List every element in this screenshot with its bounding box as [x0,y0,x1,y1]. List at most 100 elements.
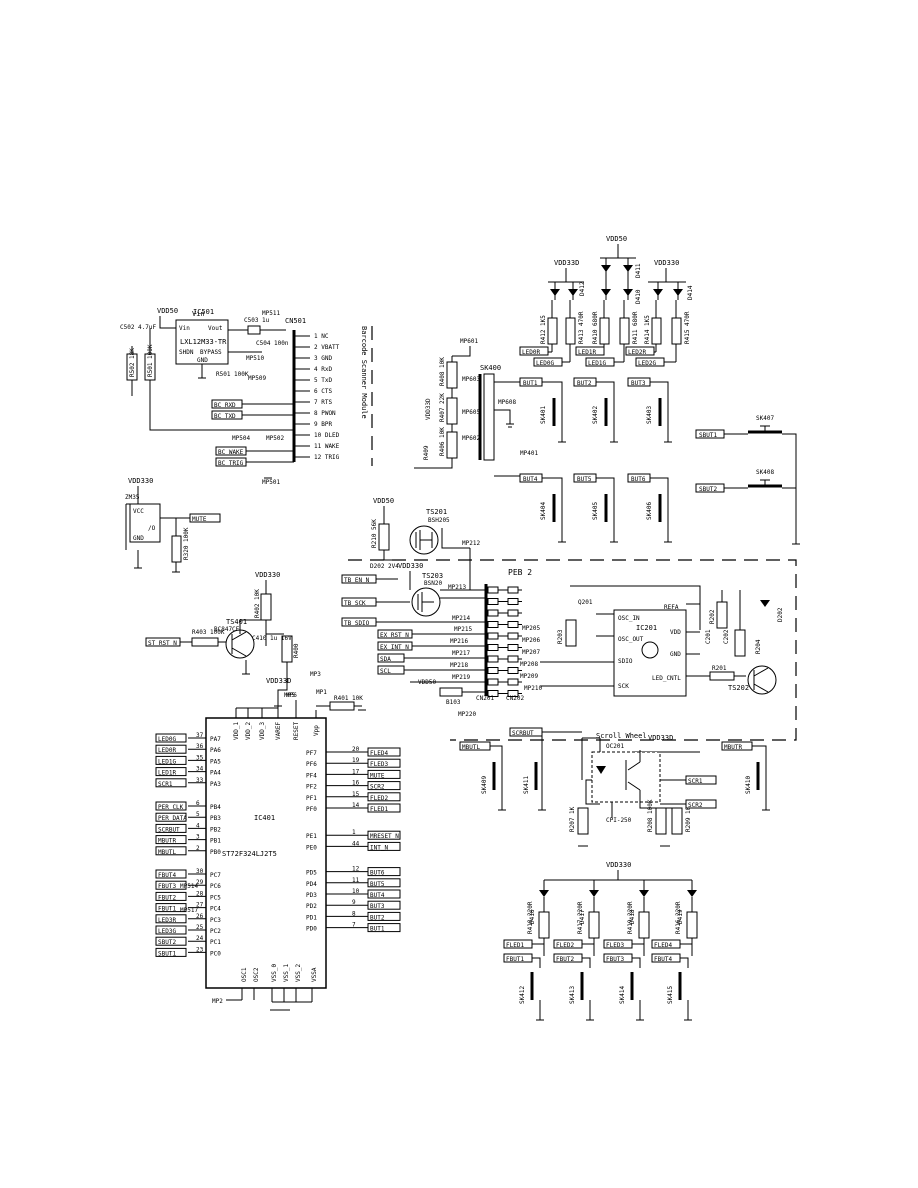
mcu-left-pin-num: 3 [196,834,200,841]
side-buttons: SBUT1 SBUT2 SK407 SK408 [695,415,797,544]
mcu-right-pin-name: PD2 [306,903,317,910]
cn201-connector [484,584,522,697]
c201-label: C201 [705,629,712,644]
ts201-ref: TS201 [426,508,447,516]
ic201-osc-in: OSC_IN [618,615,640,622]
cn202-pin [507,690,519,697]
ic201-sck: SCK [618,683,629,690]
mp511: MP511 [262,310,280,317]
mcu-left-pin-name: PC3 [210,917,221,924]
sw-sk408: SK408 [756,469,774,476]
r203-label: R203 [557,629,564,644]
mcu-left-pin-name: PC1 [210,939,221,946]
cn202-pin [507,632,519,640]
mcu-right-pin-num: 17 [352,768,360,775]
r407-label: R407 22K [439,393,446,422]
mcu-part: ST72F324LJ2T5 [222,850,277,858]
mcu-vpp: Vpp [313,725,320,736]
mp517: MP517 [180,907,198,914]
mcu-left-net: MBUTR [158,838,176,845]
ts201-part: BSH205 [428,517,450,524]
mcu-right-pin-num: 19 [352,757,360,764]
mcu-right-pin-name: PD1 [306,914,317,921]
c202-label: C202 [723,629,730,644]
net-led0g: LED0G [536,360,554,367]
sw-sk409: SK409 [481,776,488,794]
r406-label: R406 10K [439,427,446,456]
function-res-label: R419 220R [627,901,634,934]
mcu-left-net: PER_DATA [158,815,187,822]
mcu-right-pin-name: PE1 [306,833,317,840]
mcu-ref: IC401 [254,814,275,822]
ic501-gnd: GND [197,357,208,364]
mcu-vssa: VSSA [311,967,318,982]
rail-vdd330-peb: VDD330 [398,562,423,570]
mcu-right-net: INT_N [370,844,388,851]
net-but4: BUT4 [523,476,538,483]
mcu-left-pin-num: 24 [196,935,204,942]
cn501-pin-3: 3 GND [314,355,332,362]
mcu-right-pin-num: 7 [352,922,356,929]
ic201-gnd: GND [670,651,681,658]
ic201-refa: REFA [664,604,679,611]
net-st-rst-n: ST_RST_N [148,640,177,647]
mcu-right-pin-name: PF0 [306,806,317,813]
cn201-pin [487,655,499,663]
mcu-vss1: VSS_1 [283,964,290,982]
b103-label: B103 [446,699,461,706]
mcu-right-pin-name: PF7 [306,750,317,757]
ts401-block: VDD330 R402 10K ST_RST_N R403 100K TS401… [145,571,300,706]
mp205: MP205 [522,625,540,632]
net-led1g: LED1G [588,360,606,367]
rail-label-vdd33d-top: VDD33D [554,259,579,267]
mcu-vss2: VSS_2 [295,964,302,982]
sw-sk401: SK401 [540,406,547,424]
mp216: MP216 [450,638,468,645]
net-ex-rst-n: EX_RST_N [380,632,409,639]
mcu-left-net: FBUT4 [158,872,176,879]
mcu-left-pin-name: PC4 [210,906,221,913]
cn202-pin [507,655,519,663]
mcu-left-pin-num: 2 [196,845,200,852]
cn501-pin-list: 1 NC 2 VBATT 3 GND 4 RxD 5 TxD 6 CTS 7 R… [314,333,340,461]
function-led-icon [539,890,549,897]
net-sbut1: SBUT1 [699,432,717,439]
mcu-right-net: MUTE [370,772,385,779]
mcu-left-pin-name: PC2 [210,928,221,935]
mcu-right-net: FLED2 [370,795,388,802]
mp502: MP502 [266,435,284,442]
cn501-pin-8: 8 PWON [314,410,336,417]
mcu-left-net: LED0G [158,736,176,743]
mp209: MP209 [520,673,538,680]
ic201-led-cntl: LED_CNTL [652,675,681,682]
net-tb-en-n: TB_EN_N [344,577,370,584]
button-row-2: BUT4 BUT5 BUT6 SK404 SK405 SK406 [494,473,669,542]
function-but-net: FBUT3 [606,956,624,963]
sk400-label: SK400 [480,364,501,372]
function-led-icon [639,890,649,897]
mcu-right-pin-name: PD4 [306,881,317,888]
mcu-left-net: FBUT1 [158,906,176,913]
led-d411-label: D411 [635,263,642,278]
mp605: MP605 [462,409,480,416]
oc201-part: CPI-250 [606,817,632,824]
led-d414-label: D414 [687,285,694,300]
cn501-pin-7: 7 RTS [314,399,332,406]
mcu-left-pin-name: PB3 [210,815,221,822]
cn202-pin [507,667,519,674]
net-bc-txd: BC_TXD [214,413,236,420]
mcu-left-pin-num: 5 [196,811,200,818]
net-but5: BUT5 [577,476,592,483]
